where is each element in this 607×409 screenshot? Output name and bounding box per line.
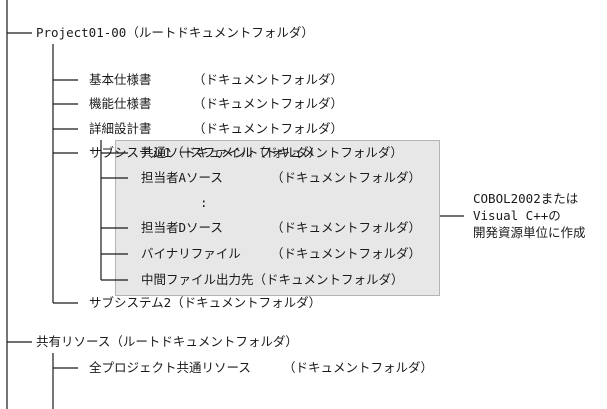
root-folder-project01-00[interactable]: Project01-00（ルートドキュメントフォルダ） bbox=[36, 25, 314, 41]
folder-type: （ドキュメントフォルダ） bbox=[171, 295, 322, 310]
folder-common-source[interactable]: 共通ソースファイル（ドキュメントフォルダ） bbox=[141, 145, 403, 161]
folder-type-label: （ドキュメントフォルダ） bbox=[271, 170, 422, 185]
folder-type-label: （ドキュメントフォルダ） bbox=[193, 96, 344, 111]
annotation-line-3: 開発資源単位に作成 bbox=[473, 225, 586, 240]
folder-name: 機能仕様書 bbox=[89, 96, 152, 111]
folder-type-label: （ドキュメントフォルダ） bbox=[283, 360, 434, 375]
folder-type: （ドキュメントフォルダ） bbox=[253, 272, 404, 287]
folder-type-label: （ドキュメントフォルダ） bbox=[193, 121, 344, 136]
annotation-line-2: Visual C++の bbox=[473, 208, 561, 223]
folder-type: （ドキュメントフォルダ） bbox=[252, 145, 403, 160]
folder-name: 全プロジェクト共通リソース bbox=[89, 360, 251, 375]
folder-type-label: （ドキュメントフォルダ） bbox=[271, 246, 422, 261]
folder-subsystem1[interactable]: サブシステム1（ドキュメントフォルダ） bbox=[89, 145, 321, 161]
folder-name: サブシステム1 bbox=[89, 145, 172, 160]
folder-tantousha-a-source[interactable]: 担当者Aソース bbox=[141, 170, 223, 186]
folder-type: （ルートドキュメントフォルダ） bbox=[126, 25, 314, 40]
folder-name: 詳細設計書 bbox=[89, 121, 152, 136]
folder-name: 担当者Aソース bbox=[141, 170, 223, 185]
folder-type-label: （ドキュメントフォルダ） bbox=[271, 220, 422, 235]
folder-kinou-shiyousho[interactable]: 機能仕様書 bbox=[89, 96, 152, 112]
folder-shousai-sekkeisho[interactable]: 詳細設計書 bbox=[89, 121, 152, 137]
folder-name: Project01-00 bbox=[36, 25, 127, 40]
folder-type: （ルートドキュメントフォルダ） bbox=[110, 334, 298, 349]
folder-name: 担当者Dソース bbox=[141, 220, 223, 235]
folder-name: サブシステム2 bbox=[89, 295, 172, 310]
root-folder-shared-resources[interactable]: 共有リソース（ルートドキュメントフォルダ） bbox=[36, 334, 298, 350]
folder-type: （ドキュメントフォルダ） bbox=[171, 145, 322, 160]
dev-resource-group-box bbox=[115, 140, 440, 296]
folder-name: バイナリファイル bbox=[141, 246, 241, 261]
annotation-line-1: COBOL2002または bbox=[473, 191, 579, 206]
ellipsis-mark: : bbox=[200, 195, 208, 210]
folder-name: 中間ファイル出力先 bbox=[141, 272, 254, 287]
folder-all-project-common[interactable]: 全プロジェクト共通リソース bbox=[89, 360, 251, 376]
folder-name: 共通ソースファイル bbox=[141, 145, 253, 160]
folder-kihon-shiyousho[interactable]: 基本仕様書 bbox=[89, 72, 152, 88]
folder-type-label: （ドキュメントフォルダ） bbox=[193, 72, 344, 87]
folder-binary-files[interactable]: バイナリファイル bbox=[141, 246, 241, 262]
folder-name: 基本仕様書 bbox=[89, 72, 152, 87]
folder-name: 共有リソース bbox=[36, 334, 111, 349]
folder-intermediate-output[interactable]: 中間ファイル出力先（ドキュメントフォルダ） bbox=[141, 272, 404, 288]
folder-subsystem2[interactable]: サブシステム2（ドキュメントフォルダ） bbox=[89, 295, 321, 311]
folder-tantousha-d-source[interactable]: 担当者Dソース bbox=[141, 220, 223, 236]
